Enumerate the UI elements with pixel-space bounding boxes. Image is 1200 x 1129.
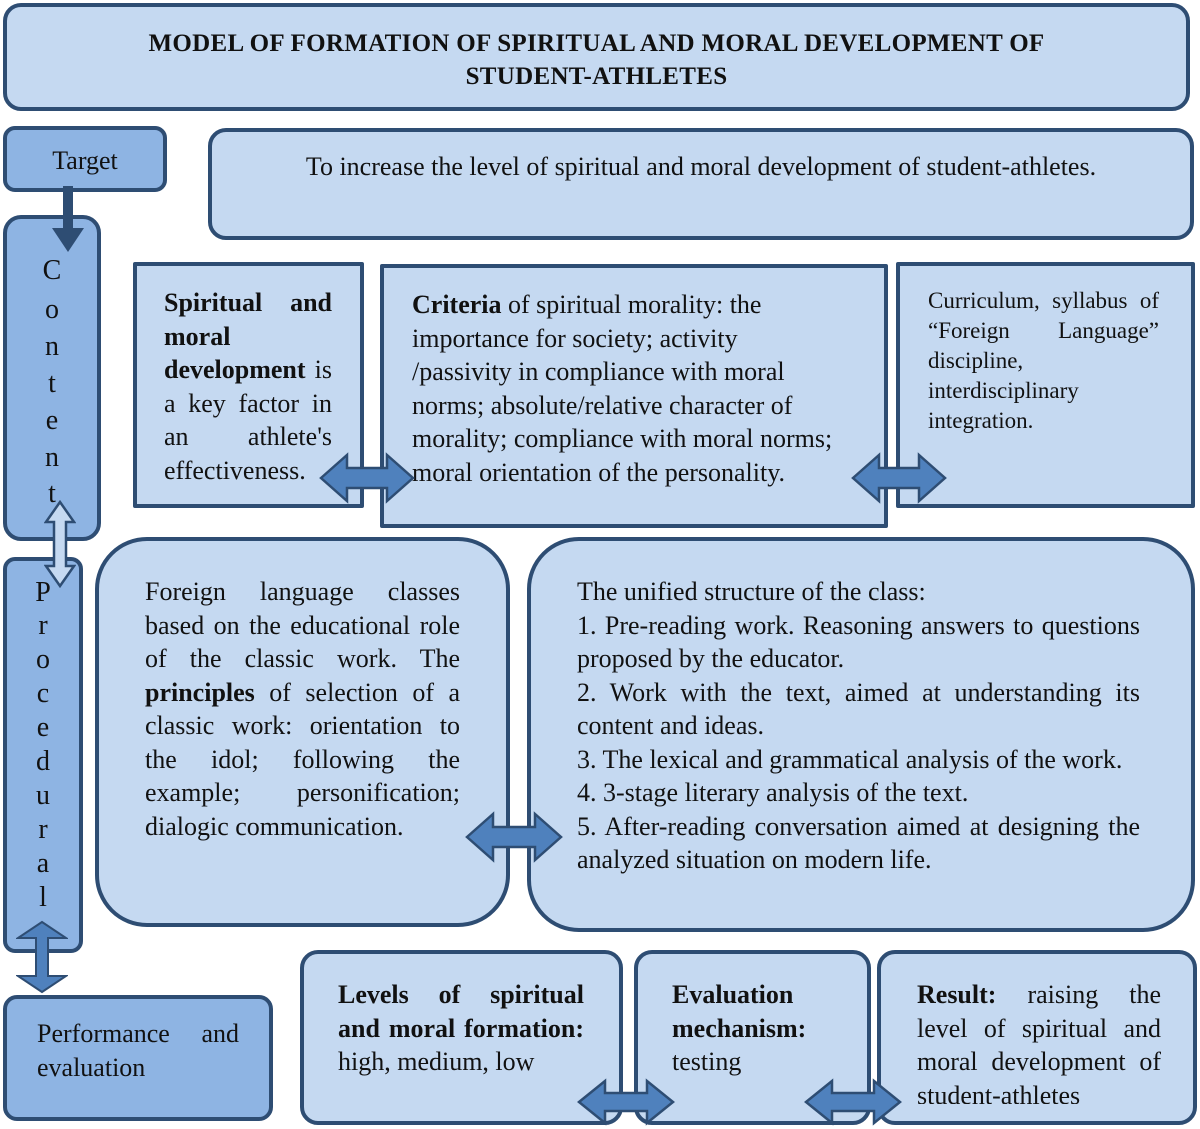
double-arrow-content-procedural: [44, 500, 76, 588]
procedural-letter: u: [36, 780, 50, 811]
criteria-term: Criteria: [412, 290, 502, 319]
target-goal-box: To increase the level of spiritual and m…: [208, 128, 1194, 240]
criteria-definition: of spiritual morality: the importance fo…: [412, 290, 833, 487]
title-line-2: STUDENT-ATHLETES: [465, 63, 728, 90]
arrow-down-target-to-content: [52, 186, 84, 252]
double-arrow-spiritual-criteria: [319, 452, 415, 504]
content-letter: o: [45, 294, 59, 325]
evaluation-mechanism-term: Evaluation mechanism:: [672, 980, 807, 1043]
evaluation-mechanism-value: testing: [672, 1047, 742, 1076]
spiritual-development-box: Spiritual and moral development is a key…: [133, 262, 364, 508]
curriculum-box: Curriculum, syllabus of “Foreign Languag…: [896, 262, 1195, 508]
result-term: Result:: [917, 980, 997, 1009]
content-section-bar: C o n t e n t: [3, 215, 101, 541]
class-structure-heading: The unified structure of the class:: [577, 577, 926, 606]
class-structure-box: The unified structure of the class: 1. P…: [527, 537, 1195, 932]
double-arrow-levels-evaluation: [577, 1078, 675, 1126]
principles-term: principles: [145, 677, 255, 707]
foreign-language-classes-box: Foreign language classes based on the ed…: [95, 537, 510, 927]
procedural-letter: e: [36, 712, 50, 743]
target-label-box: Target: [3, 126, 167, 192]
class-structure-step: 3. The lexical and grammatical analysis …: [577, 744, 1123, 774]
procedural-letter: d: [36, 746, 50, 777]
procedural-letter: c: [36, 678, 50, 709]
levels-text: Levels of spiritual and moral formation:…: [338, 978, 584, 1104]
spiritual-development-term: Spiritual and moral development: [164, 288, 332, 384]
procedural-letter: a: [36, 848, 50, 879]
procedural-letter: P: [35, 577, 51, 608]
criteria-box: Criteria of spiritual morality: the impo…: [380, 264, 888, 528]
procedural-section-bar: P r o c e d u r a l: [3, 557, 83, 953]
procedural-letter: l: [39, 882, 47, 913]
diagram-title: MODEL OF FORMATION OF SPIRITUAL AND MORA…: [27, 27, 1166, 93]
double-arrow-procedural-performance: [16, 920, 68, 994]
result-text: Result: raising the level of spiritual a…: [917, 978, 1161, 1104]
foreign-text-part-1: Foreign language classes based on the ed…: [145, 577, 460, 673]
content-letter: t: [48, 478, 56, 509]
title-box: MODEL OF FORMATION OF SPIRITUAL AND MORA…: [3, 3, 1190, 111]
levels-values: high, medium, low: [338, 1047, 535, 1076]
result-box: Result: raising the level of spiritual a…: [877, 950, 1197, 1125]
spiritual-development-definition: is a key factor in an athlete's effectiv…: [164, 355, 332, 485]
class-structure-step: 1. Pre-reading work. Reasoning answers t…: [577, 610, 1140, 674]
class-structure-text: The unified structure of the class: 1. P…: [577, 575, 1140, 901]
performance-evaluation-box: Performance and evaluation: [3, 995, 273, 1121]
curriculum-text: Curriculum, syllabus of “Foreign Languag…: [928, 288, 1159, 433]
double-arrow-evaluation-result: [804, 1078, 902, 1126]
content-letter: n: [45, 331, 59, 362]
double-arrow-foreign-unified: [465, 811, 563, 863]
double-arrow-criteria-curriculum: [851, 452, 947, 504]
content-letter: n: [45, 442, 59, 473]
evaluation-mechanism-text: Evaluation mechanism: testing: [672, 978, 841, 1079]
target-label: Target: [52, 146, 118, 175]
target-goal-text: To increase the level of spiritual and m…: [305, 152, 1097, 181]
levels-box: Levels of spiritual and moral formation:…: [300, 950, 623, 1125]
spiritual-development-text: Spiritual and moral development is a key…: [164, 286, 332, 487]
procedural-letter: o: [36, 644, 50, 675]
performance-evaluation-label: Performance and evaluation: [37, 1019, 239, 1082]
content-letter: t: [48, 368, 56, 399]
result-definition: raising the level of spiritual and moral…: [917, 980, 1161, 1104]
class-structure-step: 5. After-reading conversation aimed at d…: [577, 811, 1140, 875]
criteria-text: Criteria of spiritual morality: the impo…: [412, 288, 840, 514]
class-structure-step: 2. Work with the text, aimed at understa…: [577, 677, 1140, 741]
procedural-letter: r: [38, 814, 48, 845]
levels-term: Levels of spiritual and moral formation:: [338, 980, 584, 1043]
title-line-1: MODEL OF FORMATION OF SPIRITUAL AND MORA…: [148, 30, 1045, 57]
foreign-language-classes-text: Foreign language classes based on the ed…: [145, 575, 460, 843]
content-letter: C: [42, 255, 62, 286]
foreign-text-part-2: of selection of a classic work: orientat…: [145, 677, 460, 841]
procedural-letter: r: [38, 610, 48, 641]
content-letter: e: [45, 405, 59, 436]
class-structure-step: 4. 3-stage literary analysis of the text…: [577, 778, 969, 807]
